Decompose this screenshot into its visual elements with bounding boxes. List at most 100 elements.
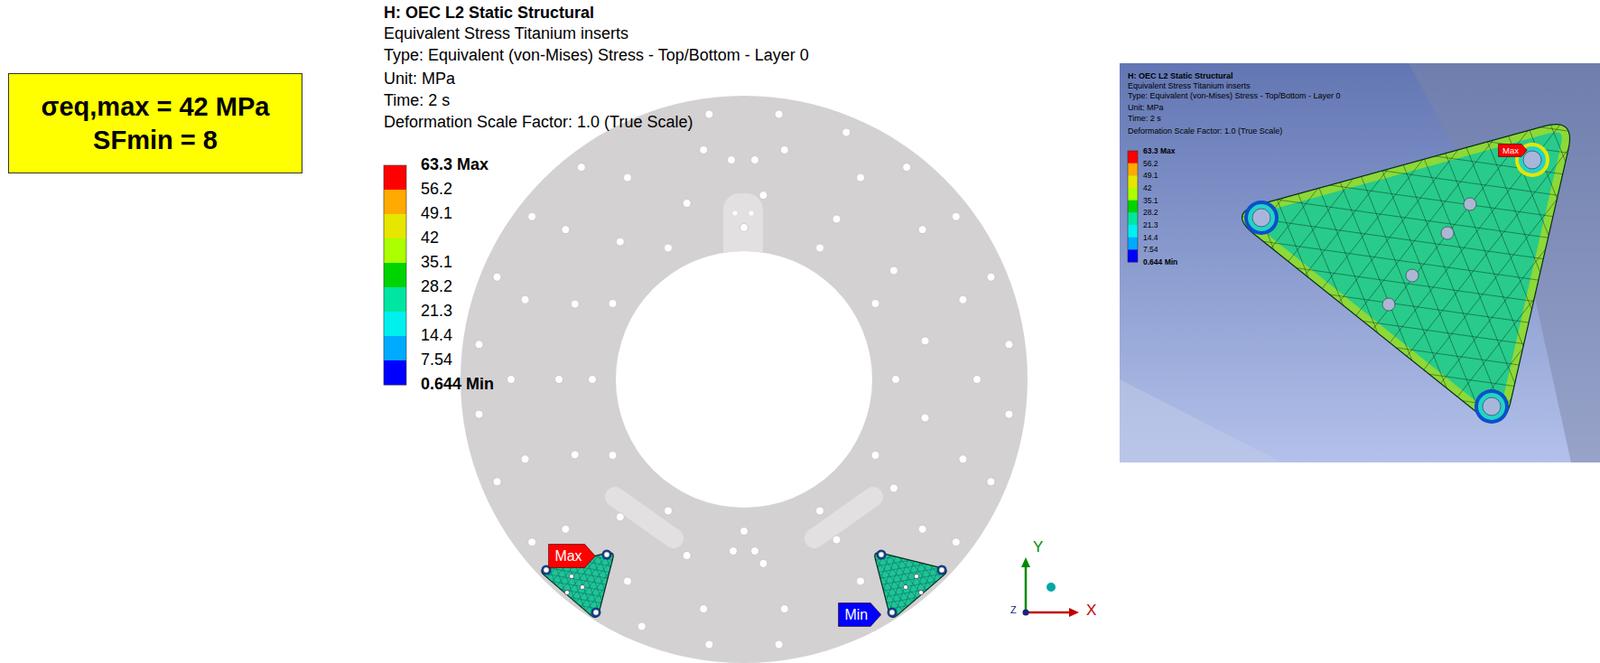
mesh-line — [202, 315, 462, 663]
insert-hole — [591, 607, 602, 618]
inset-legend-value: 0.644 Min — [1143, 257, 1178, 267]
mesh-line — [644, 303, 1133, 663]
color-band — [383, 311, 407, 336]
mesh-line — [854, 252, 1114, 663]
mesh-line — [335, 287, 824, 663]
mesh-line — [548, 607, 1295, 663]
mesh-line — [1096, 0, 1381, 663]
mesh-line — [688, 192, 948, 663]
mesh-line — [586, 155, 847, 663]
mesh-line — [842, 248, 1102, 663]
bolt-hole — [623, 173, 633, 182]
mesh-line — [208, 520, 956, 653]
mesh-line — [207, 527, 955, 660]
mesh-line — [184, 657, 931, 663]
mesh-line — [451, 224, 711, 663]
mesh-line — [610, 164, 870, 663]
mesh-line — [255, 296, 515, 663]
mesh-line — [558, 376, 1046, 663]
insert-body — [874, 552, 947, 618]
origin — [1023, 609, 1030, 616]
mesh-line — [404, 344, 893, 663]
bolt-hole — [561, 225, 570, 234]
mesh-line — [302, 258, 791, 663]
mesh-line — [1216, 0, 1600, 565]
mesh-line — [391, 246, 652, 663]
mesh-line — [341, 290, 829, 663]
mesh-line — [252, 271, 1000, 404]
mesh-line — [259, 234, 1006, 367]
slot — [614, 496, 674, 539]
mesh-line — [1100, 0, 1600, 19]
bolt-hole — [608, 299, 617, 308]
mesh-line — [238, 352, 986, 484]
bolt-hole — [1004, 340, 1014, 349]
mesh-line — [267, 291, 527, 663]
mesh-line — [1337, 0, 1600, 589]
mesh-line — [237, 302, 497, 663]
mesh-line — [669, 282, 1157, 663]
hole — [878, 551, 884, 558]
mesh-line — [681, 189, 941, 663]
mesh-line — [1097, 0, 1600, 39]
mesh-line — [1319, 46, 1600, 645]
mesh-line — [620, 323, 1108, 663]
mesh-line — [224, 193, 713, 663]
result-box: σeq,max = 42 MPaSFmin = 8 — [8, 73, 303, 174]
marker-text: Min — [837, 602, 882, 627]
hole-ring — [937, 565, 948, 576]
mesh-line — [368, 254, 628, 663]
color-bar-frame — [1127, 150, 1138, 262]
inset-info: Time: 2 s — [1127, 113, 1162, 124]
bolt-hole — [588, 375, 597, 384]
mesh-line — [499, 425, 987, 663]
mesh-line — [166, 328, 426, 663]
mesh-line — [437, 477, 925, 663]
mesh-line — [1082, 40, 1600, 147]
mesh-line — [546, 601, 1294, 663]
mesh-line — [612, 518, 1100, 663]
mesh-line — [455, 108, 716, 663]
mesh-line — [483, 246, 1231, 379]
mesh-line — [308, 276, 568, 663]
mesh-line — [551, 142, 811, 663]
mesh-line — [713, 129, 973, 663]
mesh-line — [191, 620, 939, 663]
mesh-line — [576, 360, 1065, 663]
mesh-line — [1302, 33, 1600, 632]
mesh-line — [1352, 74, 1600, 663]
mesh-line — [491, 417, 979, 663]
mesh-line — [622, 526, 1110, 663]
disk-slots — [614, 193, 874, 539]
color-band — [383, 262, 407, 288]
mesh-line — [70, 63, 559, 644]
mesh-line — [218, 465, 966, 597]
color-band — [1127, 175, 1138, 188]
mesh-line — [625, 319, 1114, 663]
mesh-line — [515, 129, 775, 663]
bolt-hole — [951, 212, 960, 221]
mesh-line — [206, 532, 954, 663]
mesh-line — [872, 259, 1132, 663]
mesh-line — [326, 279, 815, 663]
mesh-line — [558, 474, 1047, 663]
mesh-line — [193, 607, 940, 663]
mesh-line — [830, 243, 1090, 663]
bolt-hole — [740, 223, 749, 233]
mesh-line — [217, 470, 965, 603]
mesh-line — [1578, 0, 1600, 492]
mesh-line — [232, 383, 980, 516]
mesh-line — [383, 522, 872, 663]
bolt-hole — [918, 225, 927, 234]
mesh-line — [181, 157, 670, 663]
insert-hole — [902, 584, 908, 589]
mesh-line — [926, 0, 1394, 338]
mesh-line — [418, 355, 907, 663]
mesh-line — [423, 360, 912, 663]
mesh-line — [220, 308, 480, 663]
mesh-line — [476, 203, 1224, 335]
color-band — [383, 213, 407, 239]
mesh-line — [532, 520, 1280, 653]
inset-legend-value: 42 — [1143, 183, 1152, 193]
mesh-line — [688, 266, 1176, 663]
